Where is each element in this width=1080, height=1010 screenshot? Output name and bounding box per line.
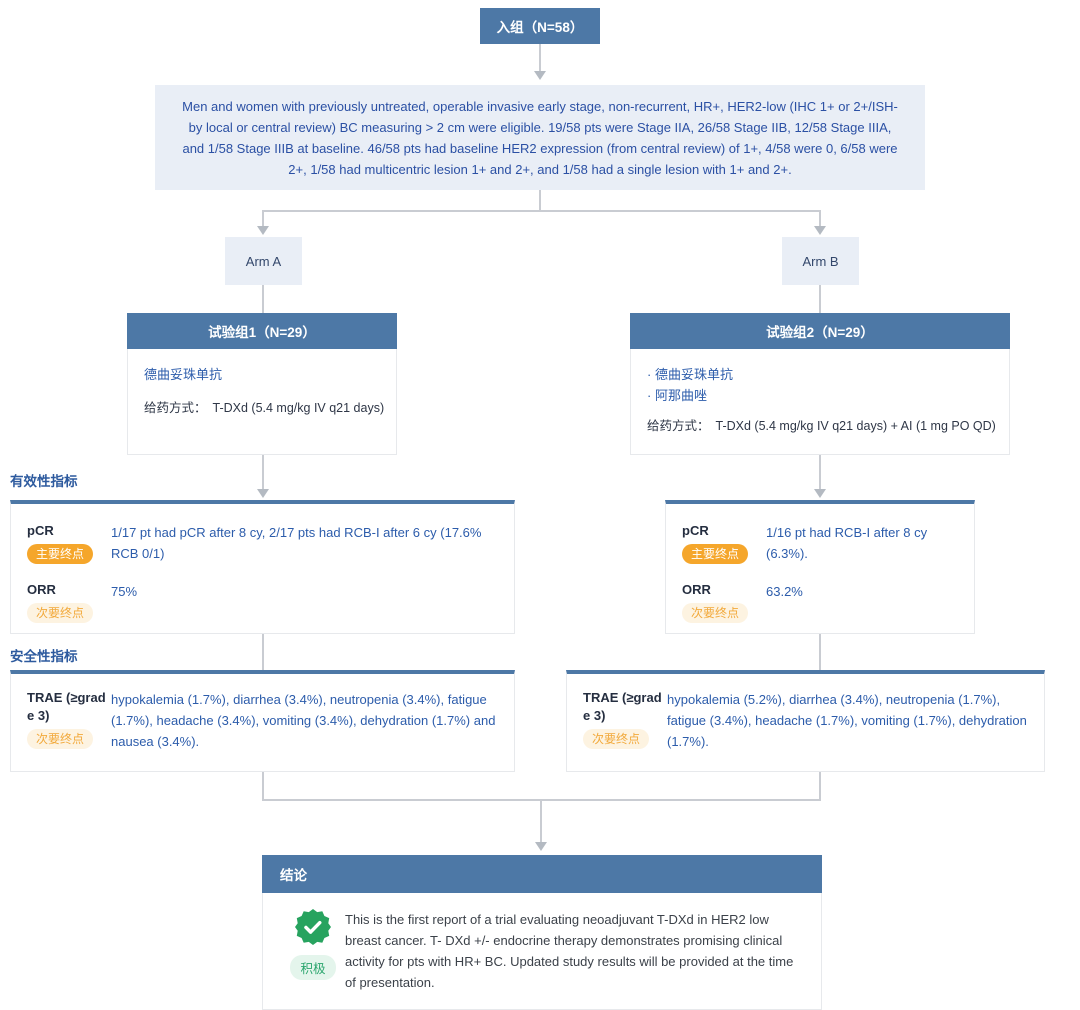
regimen-label: 给药方式： [647, 419, 710, 433]
group-1-regimen: 给药方式： T-DXd (5.4 mg/kg IV q21 days) [144, 397, 384, 416]
connector-line [819, 772, 821, 801]
metric-value: hypokalemia (1.7%), diarrhea (3.4%), neu… [111, 692, 496, 749]
connector-line [262, 634, 264, 670]
group-1-drug: 德曲妥珠单抗 [144, 367, 223, 382]
connector-line [819, 210, 821, 227]
arrow-down-icon [257, 489, 269, 498]
conclusion-panel: 结论 积极 This is the first report of a tria… [262, 855, 822, 1010]
metric-label: ORR [682, 582, 711, 597]
metric-label: pCR [27, 523, 54, 538]
metric-row-trae: TRAE (≥grade 3) 次要终点 hypokalemia (5.2%),… [583, 689, 1028, 752]
group-1-body: 德曲妥珠单抗 给药方式： T-DXd (5.4 mg/kg IV q21 days… [127, 349, 397, 455]
connector-line [819, 285, 821, 313]
arrow-down-icon [534, 71, 546, 80]
connector-line [262, 772, 264, 801]
metric-value: 63.2% [766, 584, 803, 599]
arrow-down-icon [814, 226, 826, 235]
group-1-title: 试验组1（N=29） [127, 313, 397, 349]
conclusion-body: 积极 This is the first report of a trial e… [262, 893, 822, 1010]
metric-value: 1/17 pt had pCR after 8 cy, 2/17 pts had… [111, 525, 482, 561]
metric-row-orr: ORR 次要终点 63.2% [682, 581, 958, 623]
group-2-body: · 德曲妥珠单抗 · 阿那曲唑 给药方式： T-DXd (5.4 mg/kg IV… [630, 349, 1010, 455]
eligibility-note: Men and women with previously untreated,… [155, 85, 925, 190]
arm-b-tag: Arm B [782, 237, 859, 285]
endpoint-badge-secondary: 次要终点 [583, 729, 650, 749]
metric-label: TRAE (≥grade 3) [583, 690, 662, 723]
connector-line [262, 210, 821, 212]
group-2-regimen: 给药方式： T-DXd (5.4 mg/kg IV q21 days) + AI … [647, 415, 996, 434]
group-2-drug: · 阿那曲唑 [647, 388, 707, 403]
endpoint-badge-primary: 主要终点 [682, 544, 749, 564]
safety-box-arm-a: TRAE (≥grade 3) 次要终点 hypokalemia (1.7%),… [10, 670, 515, 772]
metric-label: pCR [682, 523, 709, 538]
metric-label: ORR [27, 582, 56, 597]
metric-label: TRAE (≥grade 3) [27, 690, 106, 723]
connector-line [819, 455, 821, 491]
connector-line [262, 455, 264, 491]
metric-value: 1/16 pt had RCB-I after 8 cy (6.3%). [766, 525, 928, 561]
treatment-group-2: 试验组2（N=29） · 德曲妥珠单抗 · 阿那曲唑 给药方式： T-DXd (5… [630, 313, 1010, 455]
group-2-drug: · 德曲妥珠单抗 [647, 367, 733, 382]
metric-row-trae: TRAE (≥grade 3) 次要终点 hypokalemia (1.7%),… [27, 689, 498, 752]
arrow-down-icon [814, 489, 826, 498]
endpoint-badge-secondary: 次要终点 [27, 729, 94, 749]
connector-line [262, 210, 264, 227]
badge-check-icon [295, 909, 331, 945]
endpoint-badge-secondary: 次要终点 [27, 603, 94, 623]
connector-line [262, 285, 264, 313]
metric-value: hypokalemia (5.2%), diarrhea (3.4%), neu… [667, 692, 1027, 749]
efficacy-box-arm-b: pCR 主要终点 1/16 pt had RCB-I after 8 cy (6… [665, 500, 975, 634]
connector-line [819, 634, 821, 670]
conclusion-title: 结论 [262, 855, 822, 893]
connector-line [539, 44, 541, 72]
conclusion-sentiment: 积极 [281, 909, 345, 993]
metric-value: 75% [111, 584, 138, 599]
endpoint-badge-secondary: 次要终点 [682, 603, 749, 623]
group-2-title: 试验组2（N=29） [630, 313, 1010, 349]
endpoint-badge-primary: 主要终点 [27, 544, 94, 564]
efficacy-box-arm-a: pCR 主要终点 1/17 pt had pCR after 8 cy, 2/1… [10, 500, 515, 634]
sentiment-pill: 积极 [290, 955, 336, 980]
regimen-value: T-DXd (5.4 mg/kg IV q21 days) + AI (1 mg… [715, 419, 996, 433]
connector-line [540, 799, 542, 843]
metric-row-pcr: pCR 主要终点 1/16 pt had RCB-I after 8 cy (6… [682, 522, 958, 564]
enroll-node: 入组（N=58） [480, 8, 600, 44]
regimen-label: 给药方式： [144, 401, 207, 415]
metric-row-orr: ORR 次要终点 75% [27, 581, 498, 623]
metric-row-pcr: pCR 主要终点 1/17 pt had pCR after 8 cy, 2/1… [27, 522, 498, 564]
arm-a-tag: Arm A [225, 237, 302, 285]
safety-section-title: 安全性指标 [10, 649, 78, 664]
arrow-down-icon [535, 842, 547, 851]
arrow-down-icon [257, 226, 269, 235]
connector-line [539, 190, 541, 211]
regimen-value: T-DXd (5.4 mg/kg IV q21 days) [212, 401, 385, 415]
conclusion-text: This is the first report of a trial eval… [345, 912, 794, 990]
efficacy-section-title: 有效性指标 [10, 474, 78, 489]
safety-box-arm-b: TRAE (≥grade 3) 次要终点 hypokalemia (5.2%),… [566, 670, 1045, 772]
treatment-group-1: 试验组1（N=29） 德曲妥珠单抗 给药方式： T-DXd (5.4 mg/kg … [127, 313, 397, 455]
